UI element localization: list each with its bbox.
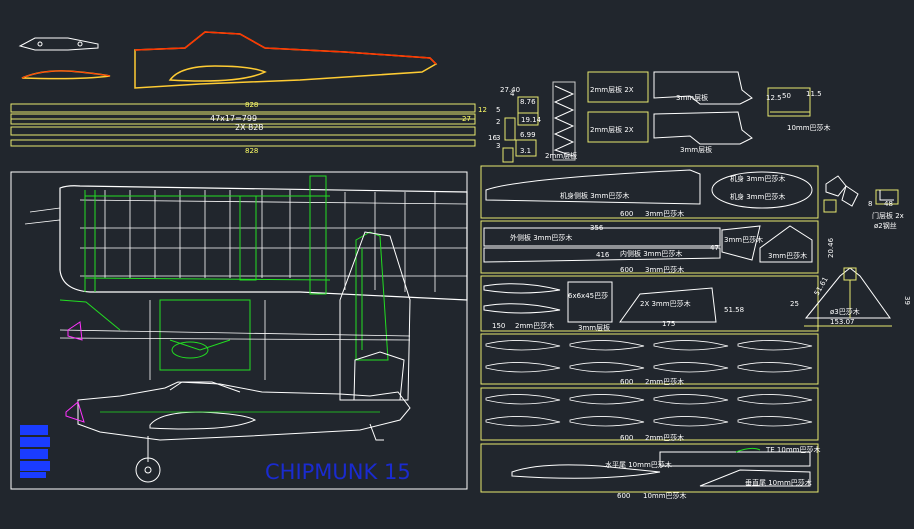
dim-5: 5 bbox=[496, 106, 500, 114]
dim-16: 16 bbox=[488, 134, 497, 142]
dim-27-40: 27.40 bbox=[500, 86, 520, 94]
dim-spar: 47x17=799 bbox=[210, 114, 257, 123]
sheet3-thick: 2mm巴莎木 bbox=[515, 321, 554, 330]
ply-parts bbox=[587, 71, 811, 145]
sheet4-label-2: 垂直尾 10mm巴莎木 bbox=[745, 478, 812, 487]
dim-175: 175 bbox=[662, 320, 675, 328]
sheet1-thick: 3mm巴莎木 bbox=[645, 209, 684, 218]
sheet-3-labels: 6x6x45巴莎 3mm层板 150 2mm巴莎木 2X 3mm巴莎木 175 … bbox=[492, 291, 744, 332]
dim-150: 150 bbox=[492, 322, 505, 330]
sheet1-top-label-2: 机身 3mm巴莎木 bbox=[730, 192, 785, 201]
sheet-1-labels: 机身侧板 3mm巴莎木 机身 3mm巴莎木 机身 3mm巴莎木 600 3mm巴… bbox=[560, 174, 785, 218]
dim-48: 48 bbox=[884, 200, 893, 208]
sheet-1 bbox=[480, 165, 819, 219]
ply-label-5: 3mm层板 bbox=[680, 145, 712, 154]
dim-39: 39 bbox=[903, 296, 911, 305]
ply-label-6: 10mm巴莎木 bbox=[787, 123, 831, 132]
dim-3-1: 3.1 bbox=[520, 147, 531, 155]
sheet-2-labels: 外侧板 3mm巴莎木 内侧板 3mm巴莎木 356 416 47 3mm巴莎木 … bbox=[510, 224, 807, 274]
ribs-sheet-2-shapes bbox=[485, 394, 813, 427]
dim-6-99: 6.99 bbox=[520, 131, 536, 139]
ply-label-1: 2mm层板 bbox=[545, 151, 577, 160]
top-strips bbox=[10, 103, 476, 147]
dim-2: 2 bbox=[496, 118, 500, 126]
dim-51-58: 51.58 bbox=[724, 306, 744, 314]
sheet1-fuse-label: 机身侧板 3mm巴莎木 bbox=[560, 191, 629, 200]
sheet2-label-2: 内侧板 3mm巴莎木 bbox=[620, 249, 682, 258]
dim-19-14: 19.14 bbox=[521, 116, 542, 124]
dim-51-61: 51.61 bbox=[813, 276, 830, 297]
dim-11-5: 11.5 bbox=[806, 90, 822, 98]
sheet-4 bbox=[480, 443, 819, 493]
far-right-labels: 20.46 51.61 25 39 153.07 ø3巴莎木 48 8 门层板 … bbox=[790, 200, 911, 326]
door-ply-label: 门层板 2x bbox=[872, 211, 904, 220]
plan-view: CHIPMUNK 15 bbox=[10, 171, 468, 490]
sheet-4-labels: 水平尾 10mm巴莎木 垂直尾 10mm巴莎木 TE 10mm巴莎木 600 1… bbox=[605, 445, 820, 500]
sheet1-width: 600 bbox=[620, 210, 633, 218]
ribs2-width: 600 bbox=[620, 434, 633, 442]
dim-8: 8 bbox=[868, 200, 872, 208]
dim-12: 12 bbox=[478, 106, 487, 114]
ribs-sheet-1-shapes bbox=[485, 340, 813, 373]
dim-8-76: 8.76 bbox=[520, 98, 536, 106]
ply-part-labels: 2mm层板 2mm层板 2X 2mm层板 2X 3mm层板 3mm层板 10mm… bbox=[545, 85, 831, 160]
sheet2-right-2: 3mm巴莎木 bbox=[768, 251, 807, 260]
dim-3: 3 bbox=[496, 134, 500, 142]
drawing-title: CHIPMUNK 15 bbox=[265, 460, 411, 484]
ribs-sheet-1 bbox=[480, 333, 819, 385]
sheet2-right-1: 3mm巴莎木 bbox=[724, 235, 763, 244]
dim-828-b: 2X 828 bbox=[235, 123, 263, 132]
legend-block bbox=[20, 425, 50, 478]
sheet-2 bbox=[480, 220, 819, 274]
sheet4-thick: 10mm巴莎木 bbox=[643, 491, 687, 500]
sheet3-label-2: 3mm层板 bbox=[578, 323, 610, 332]
dim-828-a: 828 bbox=[245, 101, 258, 109]
dim-25: 25 bbox=[790, 300, 799, 308]
dim-416: 416 bbox=[596, 251, 610, 259]
sheet4-tag: TE 10mm巴莎木 bbox=[765, 445, 820, 454]
door-wire-label: ø2钢丝 bbox=[874, 221, 897, 230]
sheet3-label-1: 6x6x45巴莎 bbox=[568, 291, 608, 300]
top-left-parts bbox=[18, 37, 111, 80]
dim-828-c: 828 bbox=[245, 147, 258, 155]
ribs1-thick: 2mm巴莎木 bbox=[645, 377, 684, 386]
ply-label-4: 3mm层板 bbox=[676, 93, 708, 102]
ply-label-3: 2mm层板 2X bbox=[590, 125, 634, 134]
dim-47: 47 bbox=[710, 244, 719, 252]
sheet1-top-label: 机身 3mm巴莎木 bbox=[730, 174, 785, 183]
ribs-sheet-2-labels: 600 2mm巴莎木 bbox=[620, 433, 684, 442]
ribs2-thick: 2mm巴莎木 bbox=[645, 433, 684, 442]
far-right-parts bbox=[804, 175, 899, 327]
sheet2-width: 600 bbox=[620, 266, 633, 274]
ribs-sheet-2 bbox=[480, 387, 819, 441]
dim-4: 4 bbox=[510, 90, 515, 98]
canopy-fuselage-outline bbox=[134, 31, 438, 89]
sheet2-label-1: 外侧板 3mm巴莎木 bbox=[510, 233, 572, 242]
dim-153-07: 153.07 bbox=[830, 318, 855, 326]
ribs-sheet-1-labels: 600 2mm巴莎木 bbox=[620, 377, 684, 386]
top-strip-labels: 828 47x17=799 27 12 2X 828 828 bbox=[210, 101, 487, 155]
dim-27: 27 bbox=[462, 115, 471, 123]
right-part-label: ø3巴莎木 bbox=[830, 307, 860, 316]
sheet4-width: 600 bbox=[617, 492, 630, 500]
small-dim-labels: 27.40 8.76 19.14 6.99 3.1 5 2 3 16 4 3 bbox=[488, 86, 542, 155]
sheet2-thick: 3mm巴莎木 bbox=[645, 265, 684, 274]
dim-20-46: 20.46 bbox=[827, 237, 835, 258]
ribs1-width: 600 bbox=[620, 378, 633, 386]
sheet4-label-1: 水平尾 10mm巴莎木 bbox=[605, 460, 672, 469]
small-dim-parts bbox=[502, 81, 576, 163]
ply-label-2: 2mm层板 2X bbox=[590, 85, 634, 94]
dim-12-5: 12.5 bbox=[766, 94, 782, 102]
sheet3-fin: 2X 3mm巴莎木 bbox=[640, 299, 691, 308]
dim-3b: 3 bbox=[496, 142, 500, 150]
dim-356: 356 bbox=[590, 224, 604, 232]
dim-50: 50 bbox=[782, 92, 791, 100]
